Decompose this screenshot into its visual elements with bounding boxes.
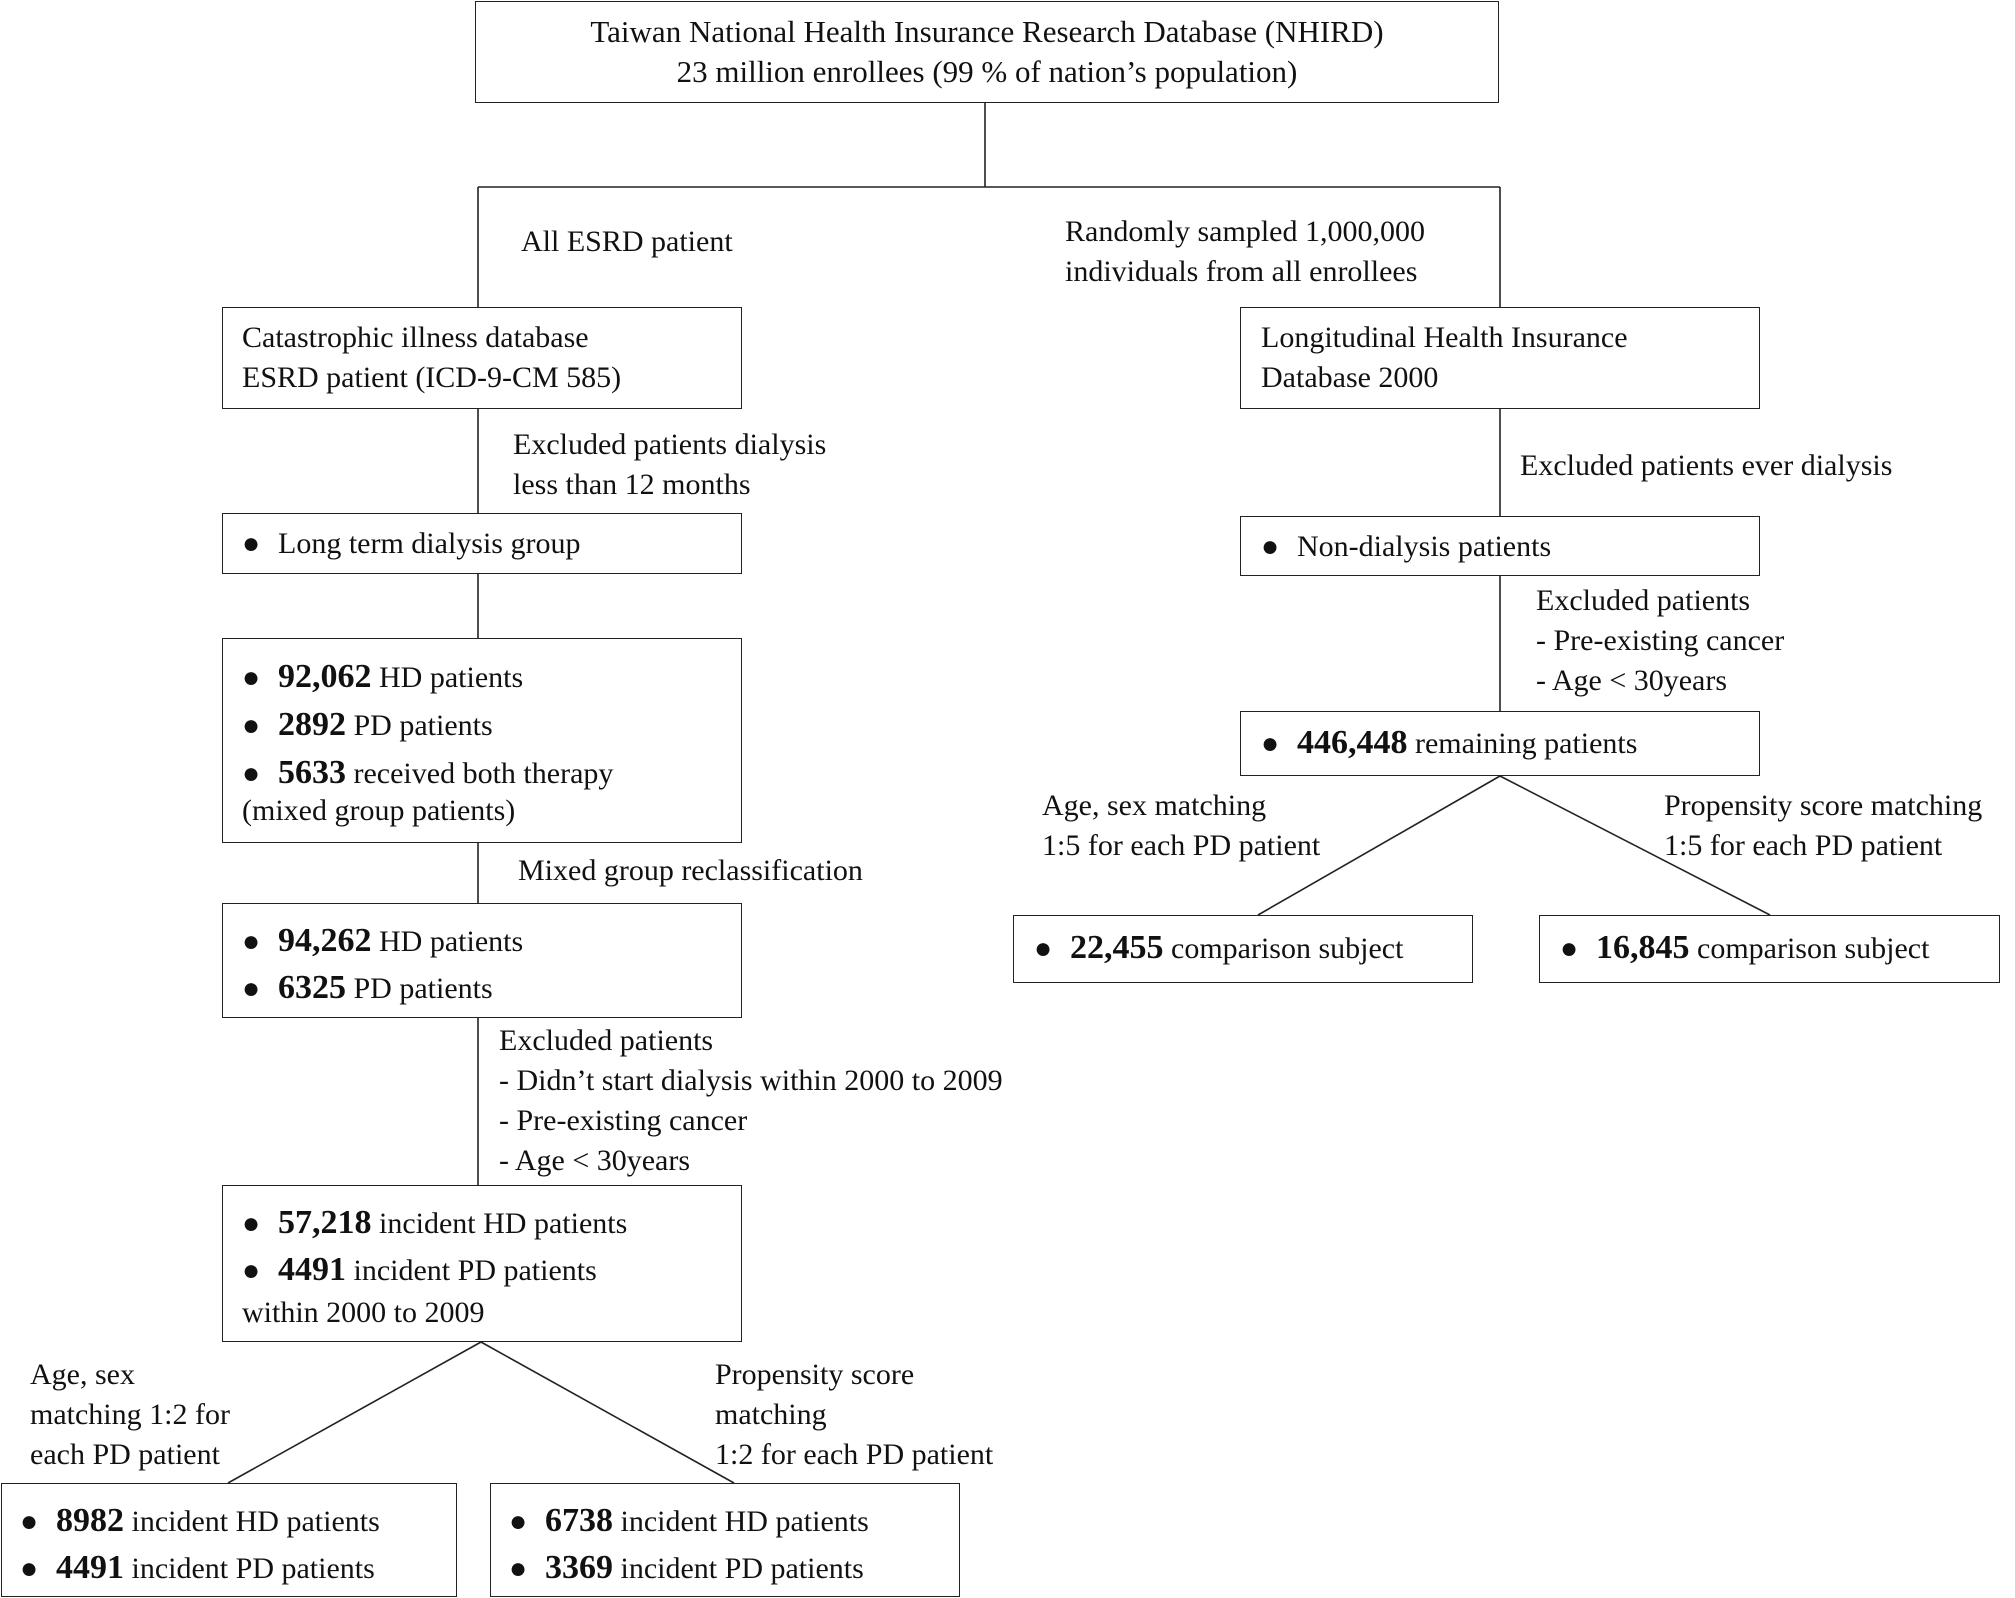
final-age-hd-count: 8982 (56, 1502, 124, 1539)
bullet-icon: ● (1261, 530, 1280, 563)
bullet-icon: ● (20, 1505, 39, 1538)
pd-count-row: ●2892 PD patients (242, 701, 613, 749)
lhid-title: Longitudinal Health Insurance (1261, 321, 1628, 354)
bullet-icon: ● (242, 757, 261, 790)
initial-counts-box: ●92,062 HD patients ●2892 PD patients ●5… (222, 638, 742, 843)
final-age-pd-row: ●4491 incident PD patients (20, 1545, 380, 1592)
final-prop-hd-row: ●6738 incident HD patients (509, 1498, 869, 1545)
connector-remaining-age (1257, 775, 1501, 916)
label-right-propensity-matching: Propensity score matching 1:5 for each P… (1664, 789, 1983, 862)
reclass-pd-count: 6325 (278, 969, 346, 1006)
bullet-icon: ● (242, 1207, 261, 1240)
non-dialysis-box: ● Non-dialysis patients (1240, 516, 1760, 576)
final-prop-pd-count: 3369 (545, 1549, 613, 1586)
bullet-icon: ● (1034, 932, 1053, 965)
comparison-age-count: 22,455 (1070, 929, 1164, 966)
reclassified-box: ●94,262 HD patients ●6325 PD patients (222, 903, 742, 1018)
nhird-title: Taiwan National Health Insurance Researc… (590, 14, 1384, 49)
reclass-hd-count: 94,262 (278, 922, 372, 959)
label-excluded-ever-dialysis: Excluded patients ever dialysis (1520, 449, 1893, 482)
bullet-icon: ● (1560, 932, 1579, 965)
label-all-esrd: All ESRD patient (521, 225, 733, 258)
hd-count: 92,062 (278, 658, 372, 695)
remaining-box: ● 446,448 remaining patients (1240, 711, 1760, 776)
label-left-age-sex-matching: Age, sex matching 1:2 for each PD patien… (30, 1358, 230, 1471)
nhird-box: Taiwan National Health Insurance Researc… (475, 1, 1499, 103)
mixed-count-row: ●5633 received both therapy (242, 749, 613, 797)
nhird-enrollees: 23 million enrollees (99 % of nation’s p… (676, 54, 1298, 89)
reclass-pd-row: ●6325 PD patients (242, 965, 523, 1012)
non-dialysis-label: Non-dialysis patients (1297, 530, 1552, 563)
catastrophic-title: Catastrophic illness database (242, 321, 589, 354)
bullet-icon: ● (242, 925, 261, 958)
lhid-subtitle: Database 2000 (1261, 361, 1439, 394)
connector-remaining-prop (1499, 775, 1771, 916)
bullet-icon: ● (242, 972, 261, 1005)
pd-count: 2892 (278, 706, 346, 743)
final-propensity-box: ●6738 incident HD patients ●3369 inciden… (490, 1483, 960, 1597)
final-prop-pd-row: ●3369 incident PD patients (509, 1545, 869, 1592)
bullet-icon: ● (1261, 727, 1280, 760)
mixed-group-note: (mixed group patients) (242, 794, 516, 827)
incident-period: within 2000 to 2009 (242, 1296, 485, 1329)
label-left-propensity-matching: Propensity score matching 1:2 for each P… (715, 1358, 994, 1471)
bullet-icon: ● (20, 1552, 39, 1585)
bullet-icon: ● (242, 1254, 261, 1287)
final-age-hd-row: ●8982 incident HD patients (20, 1498, 380, 1545)
final-age-box: ●8982 incident HD patients ●4491 inciden… (1, 1483, 457, 1597)
incident-pd-count: 4491 (278, 1251, 346, 1288)
incident-box: ●57,218 incident HD patients ●4491 incid… (222, 1185, 742, 1342)
bullet-icon: ● (509, 1505, 528, 1538)
comparison-propensity-count: 16,845 (1596, 929, 1690, 966)
long-term-dialysis-box: ● Long term dialysis group (222, 513, 742, 574)
lhid-box: Longitudinal Health Insurance Database 2… (1240, 307, 1760, 409)
label-random-sample: Randomly sampled 1,000,000 individuals f… (1065, 215, 1425, 288)
catastrophic-box: Catastrophic illness database ESRD patie… (222, 307, 742, 409)
connector-incident-final-right (480, 1341, 735, 1484)
remaining-label: remaining patients (1407, 727, 1638, 760)
label-right-age-sex-matching: Age, sex matching 1:5 for each PD patien… (1042, 789, 1321, 862)
incident-hd-count: 57,218 (278, 1204, 372, 1241)
bullet-icon: ● (242, 527, 261, 560)
connector-incident-final-left (227, 1341, 482, 1484)
label-mixed-reclassification: Mixed group reclassification (518, 854, 863, 887)
comparison-age-box: ●22,455 comparison subject (1013, 915, 1473, 983)
label-excluded-left: Excluded patients - Didn’t start dialysi… (499, 1024, 1003, 1177)
remaining-count: 446,448 (1297, 724, 1408, 761)
bullet-icon: ● (509, 1552, 528, 1585)
incident-pd-row: ●4491 incident PD patients (242, 1247, 627, 1294)
final-age-pd-count: 4491 (56, 1549, 124, 1586)
reclass-hd-row: ●94,262 HD patients (242, 918, 523, 965)
mixed-count: 5633 (278, 754, 346, 791)
hd-count-row: ●92,062 HD patients (242, 653, 613, 701)
long-term-label: Long term dialysis group (278, 527, 581, 560)
incident-hd-row: ●57,218 incident HD patients (242, 1200, 627, 1247)
final-prop-hd-count: 6738 (545, 1502, 613, 1539)
catastrophic-subtitle: ESRD patient (ICD-9-CM 585) (242, 361, 622, 394)
label-excluded-dialysis: Excluded patients dialysis less than 12 … (513, 428, 827, 501)
comparison-propensity-box: ●16,845 comparison subject (1539, 915, 2000, 983)
bullet-icon: ● (242, 709, 261, 742)
label-excluded-right: Excluded patients - Pre-existing cancer … (1536, 584, 1785, 697)
bullet-icon: ● (242, 661, 261, 694)
